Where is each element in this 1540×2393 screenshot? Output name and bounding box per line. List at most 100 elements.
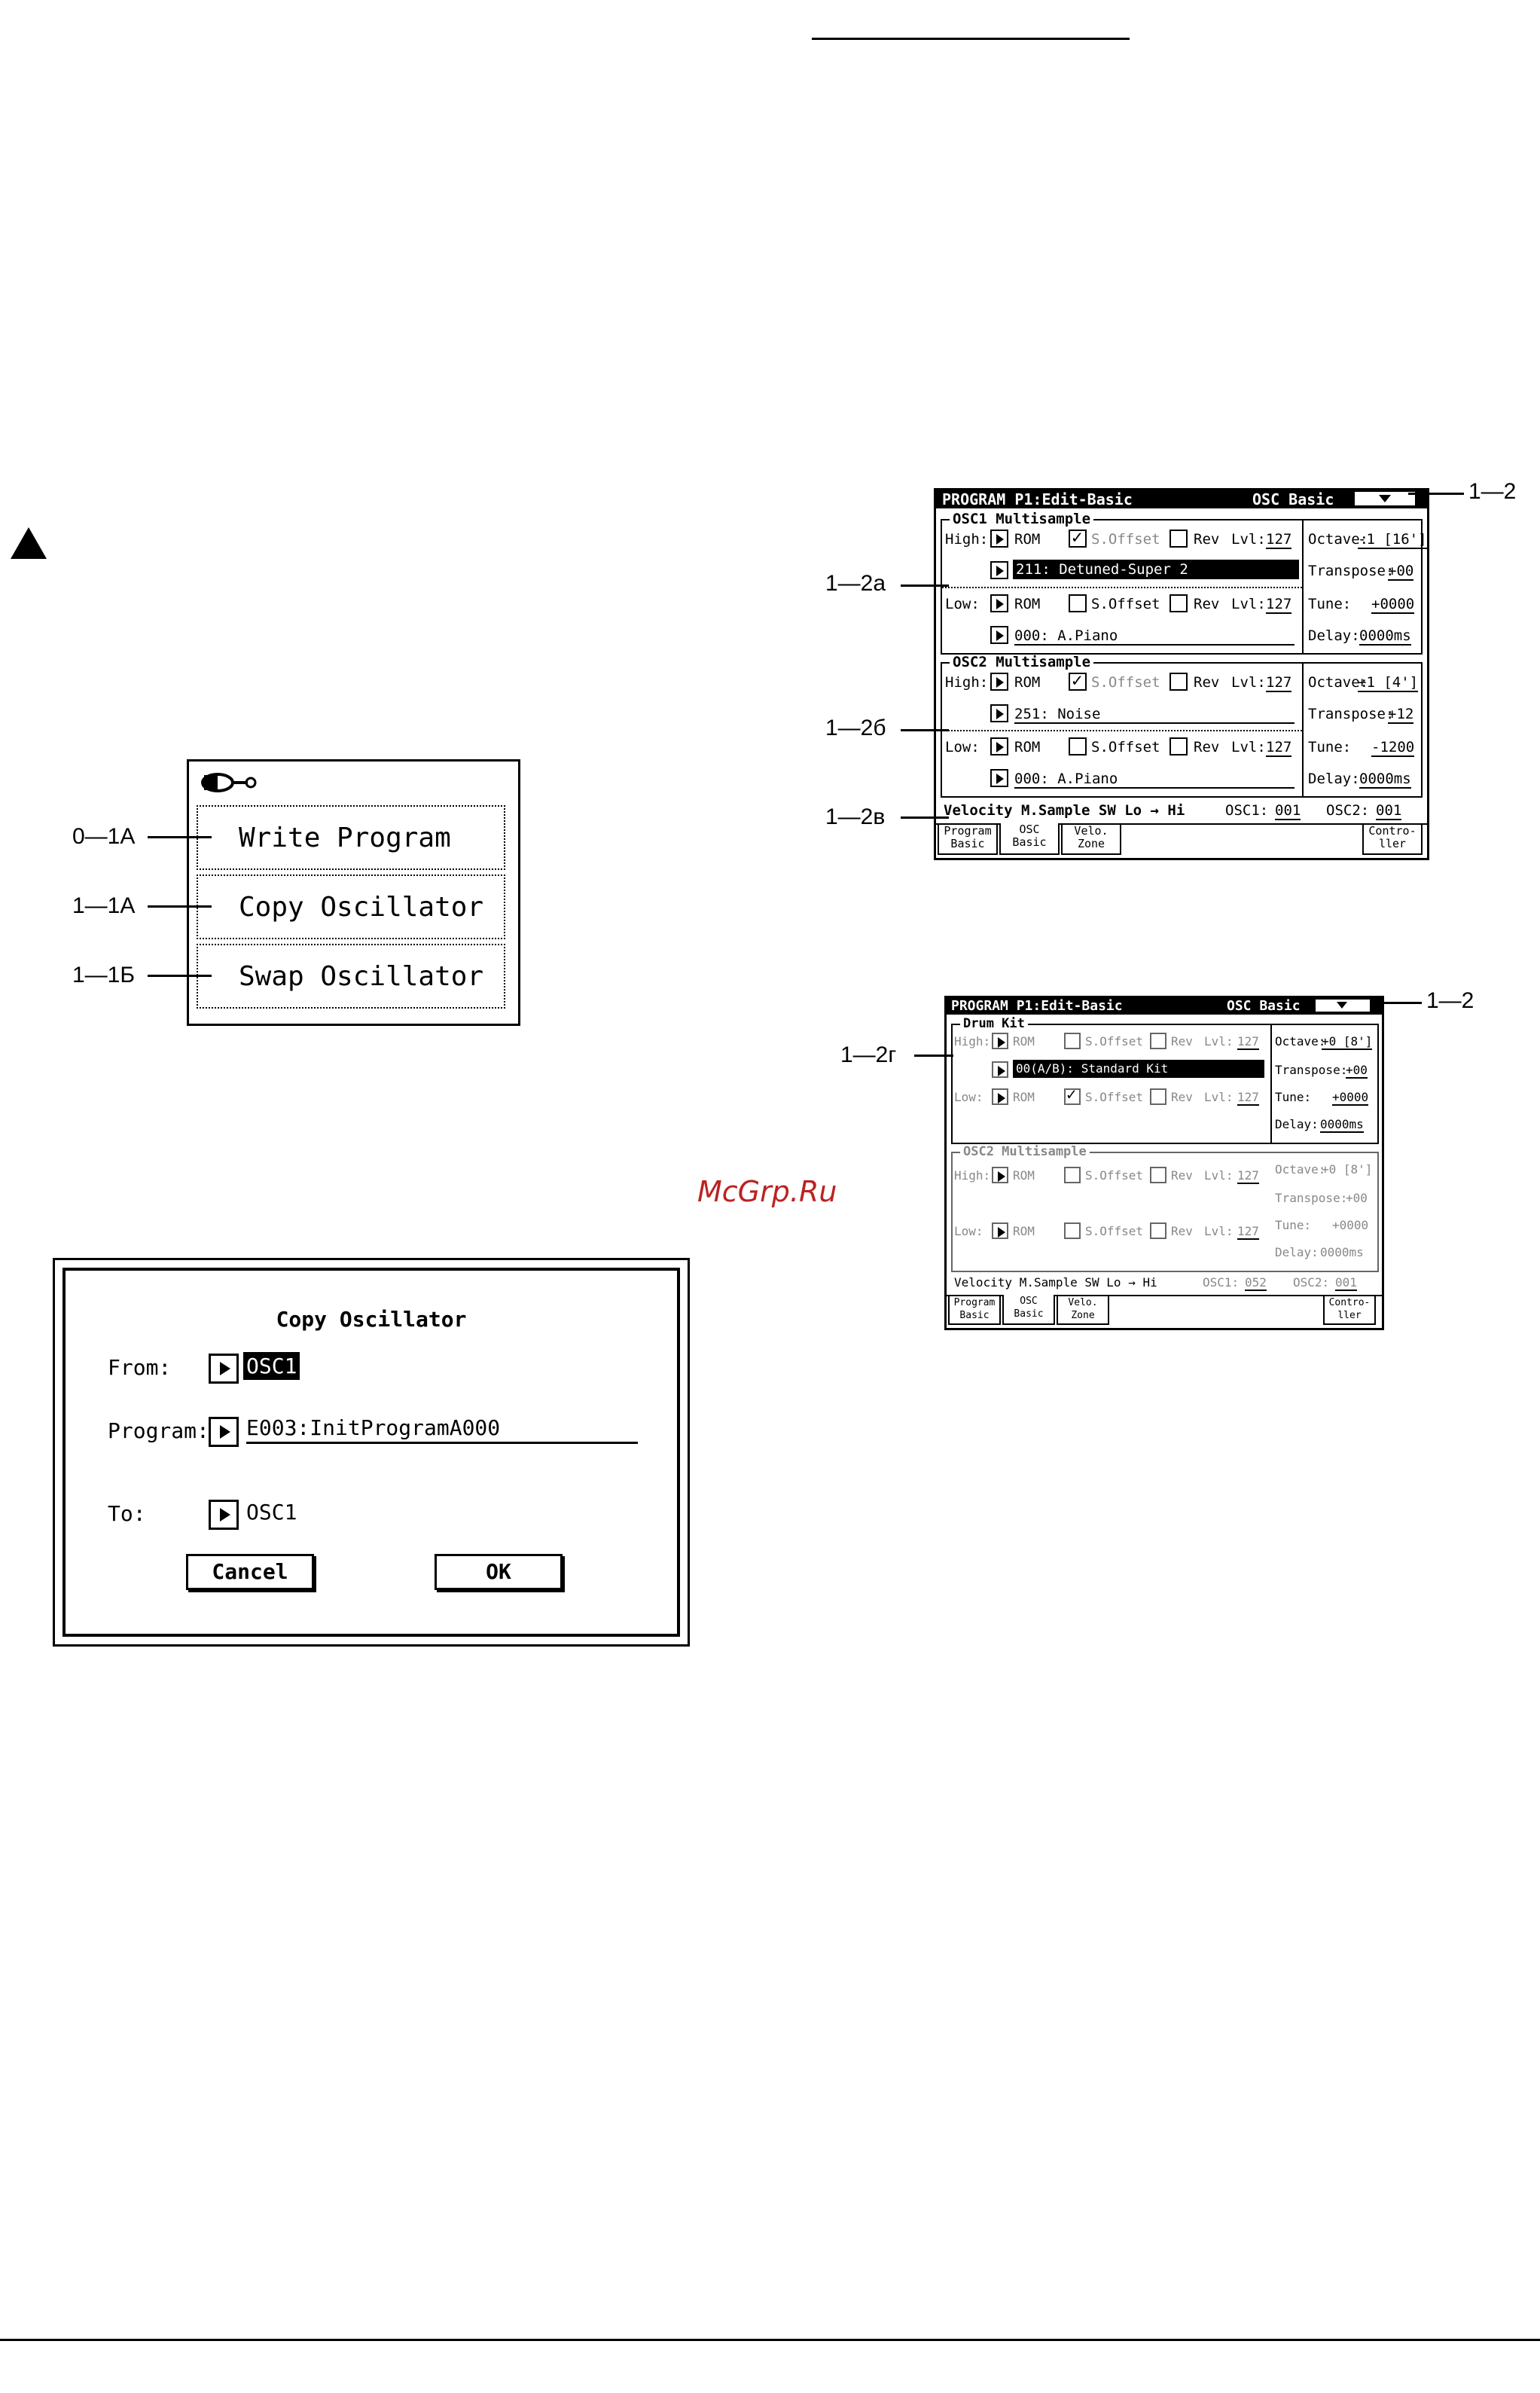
lvl-low-value[interactable]: 127 bbox=[1237, 1090, 1259, 1106]
rev-checkbox[interactable] bbox=[1150, 1167, 1166, 1183]
high-sample-value[interactable]: 211: Detuned-Super 2 bbox=[1013, 560, 1299, 579]
menu-item-copy-oscillator[interactable]: Copy Oscillator bbox=[197, 874, 505, 939]
rev-checkbox[interactable] bbox=[1169, 530, 1188, 548]
low-sample-popup-button[interactable] bbox=[990, 769, 1008, 787]
menu-item-write-program[interactable]: Write Program bbox=[197, 805, 505, 870]
low-rom-popup-button[interactable] bbox=[990, 737, 1008, 755]
low-sample-value[interactable]: 000: A.Piano bbox=[1014, 627, 1295, 646]
from-value[interactable]: OSC1 bbox=[243, 1352, 300, 1380]
tab-osc-basic[interactable]: OSC Basic bbox=[999, 823, 1060, 855]
drum-kit-popup-button[interactable] bbox=[992, 1061, 1008, 1078]
low-rom-popup-button[interactable] bbox=[992, 1222, 1008, 1239]
cancel-button[interactable]: Cancel bbox=[186, 1554, 314, 1590]
from-label: From: bbox=[108, 1355, 172, 1380]
velocity-osc2-value[interactable]: 001 bbox=[1335, 1275, 1357, 1291]
lvl-high-value[interactable]: 127 bbox=[1266, 531, 1292, 549]
menu-item-swap-oscillator[interactable]: Swap Oscillator bbox=[197, 944, 505, 1009]
transpose-value[interactable]: +00 bbox=[1346, 1191, 1368, 1205]
lvl-low-value[interactable]: 127 bbox=[1237, 1224, 1259, 1240]
high-sample-popup-button[interactable] bbox=[990, 561, 1008, 579]
soffset-checkbox[interactable] bbox=[1069, 737, 1087, 755]
soffset-checkbox[interactable] bbox=[1064, 1222, 1081, 1239]
delay-value[interactable]: 0000ms bbox=[1320, 1245, 1364, 1259]
warning-triangle-icon bbox=[11, 527, 47, 559]
dialog-title: Copy Oscillator bbox=[276, 1307, 467, 1332]
high-sample-popup-button[interactable] bbox=[990, 704, 1008, 722]
velocity-osc1-value[interactable]: 001 bbox=[1275, 802, 1301, 820]
rev-checkbox[interactable] bbox=[1169, 594, 1188, 612]
osc1-panel: OSC1 Multisample High: ROM ✓ S.Offset Re… bbox=[941, 511, 1427, 655]
high-rom-popup-button[interactable] bbox=[990, 673, 1008, 691]
safety-pin-icon bbox=[201, 772, 258, 793]
panel-divider bbox=[942, 730, 1302, 731]
low-rom-popup-button[interactable] bbox=[992, 1088, 1008, 1105]
rev-checkbox[interactable] bbox=[1169, 737, 1188, 755]
program-value[interactable]: E003:InitProgramA000 bbox=[246, 1415, 638, 1444]
menu-item-label: Write Program bbox=[239, 823, 451, 853]
tab-controller[interactable]: Contro- ller bbox=[1362, 823, 1423, 855]
high-rom-popup-button[interactable] bbox=[992, 1167, 1008, 1183]
high-rom-popup-button[interactable] bbox=[992, 1033, 1008, 1049]
screen-page-name: OSC Basic bbox=[1252, 490, 1334, 508]
velocity-osc1-label: OSC1: bbox=[1203, 1275, 1240, 1290]
low-sample-popup-button[interactable] bbox=[990, 626, 1008, 644]
lvl-low-value[interactable]: 127 bbox=[1266, 739, 1292, 757]
tab-program-basic[interactable]: Program Basic bbox=[938, 823, 998, 855]
rev-checkbox[interactable] bbox=[1169, 673, 1188, 691]
tune-label: Tune: bbox=[1275, 1218, 1312, 1232]
program-popup-button[interactable] bbox=[209, 1417, 239, 1447]
low-label: Low: bbox=[954, 1090, 983, 1104]
page-menu-button[interactable] bbox=[1316, 1000, 1370, 1012]
octave-value[interactable]: +0 [8'] bbox=[1322, 1034, 1373, 1050]
transpose-value[interactable]: +00 bbox=[1388, 563, 1414, 581]
from-popup-button[interactable] bbox=[209, 1354, 239, 1384]
lvl-high-value[interactable]: 127 bbox=[1237, 1168, 1259, 1184]
rev-checkbox[interactable] bbox=[1150, 1088, 1166, 1105]
delay-value[interactable]: 0000ms bbox=[1359, 771, 1411, 789]
to-popup-button[interactable] bbox=[209, 1500, 239, 1530]
octave-value[interactable]: -1 [16'] bbox=[1358, 531, 1427, 549]
rom-label: ROM bbox=[1014, 531, 1041, 548]
tune-value[interactable]: -1200 bbox=[1371, 739, 1415, 757]
rev-checkbox[interactable] bbox=[1150, 1033, 1166, 1049]
velocity-osc2-value[interactable]: 001 bbox=[1376, 802, 1402, 820]
tab-velo-zone[interactable]: Velo. Zone bbox=[1061, 823, 1121, 855]
rev-label: Rev bbox=[1171, 1090, 1193, 1104]
transpose-value[interactable]: +12 bbox=[1388, 706, 1414, 724]
tune-value[interactable]: +0000 bbox=[1332, 1090, 1369, 1106]
octave-value[interactable]: +0 [8'] bbox=[1322, 1162, 1373, 1177]
delay-value[interactable]: 0000ms bbox=[1359, 627, 1411, 646]
tab-velo-zone[interactable]: Velo. Zone bbox=[1057, 1295, 1109, 1325]
soffset-checkbox[interactable]: ✓ bbox=[1069, 670, 1087, 691]
high-label: High: bbox=[954, 1034, 991, 1048]
transpose-value[interactable]: +00 bbox=[1346, 1063, 1368, 1079]
callout-label: 1—2 bbox=[1468, 479, 1517, 504]
tune-value[interactable]: +0000 bbox=[1332, 1218, 1369, 1232]
tab-osc-basic[interactable]: OSC Basic bbox=[1002, 1295, 1055, 1325]
high-rom-popup-button[interactable] bbox=[990, 530, 1008, 548]
lvl-high-value[interactable]: 127 bbox=[1237, 1034, 1259, 1050]
rev-label: Rev bbox=[1171, 1034, 1193, 1048]
soffset-checkbox[interactable]: ✓ bbox=[1069, 527, 1087, 548]
drum-kit-value[interactable]: 00(A/B): Standard Kit bbox=[1013, 1060, 1264, 1078]
low-rom-popup-button[interactable] bbox=[990, 594, 1008, 612]
screen-title-bar: PROGRAM P1:Edit-Basic OSC Basic bbox=[947, 998, 1382, 1015]
low-sample-value[interactable]: 000: A.Piano bbox=[1014, 771, 1295, 789]
lvl-low-value[interactable]: 127 bbox=[1266, 596, 1292, 614]
velocity-osc1-value[interactable]: 052 bbox=[1245, 1275, 1267, 1291]
lvl-high-value[interactable]: 127 bbox=[1266, 674, 1292, 692]
page-menu-button[interactable] bbox=[1355, 492, 1415, 505]
delay-value[interactable]: 0000ms bbox=[1320, 1117, 1364, 1133]
tune-value[interactable]: +0000 bbox=[1371, 596, 1415, 614]
soffset-checkbox[interactable] bbox=[1069, 594, 1087, 612]
soffset-checkbox[interactable] bbox=[1064, 1167, 1081, 1183]
octave-value[interactable]: +1 [4'] bbox=[1358, 674, 1419, 692]
tab-program-basic[interactable]: Program Basic bbox=[948, 1295, 1001, 1325]
ok-button[interactable]: OK bbox=[435, 1554, 563, 1590]
to-value[interactable]: OSC1 bbox=[246, 1500, 297, 1525]
rev-checkbox[interactable] bbox=[1150, 1222, 1166, 1239]
high-sample-value[interactable]: 251: Noise bbox=[1014, 706, 1295, 724]
soffset-checkbox[interactable] bbox=[1064, 1033, 1081, 1049]
soffset-checkbox[interactable]: ✓ bbox=[1064, 1085, 1081, 1105]
tab-controller[interactable]: Contro- ller bbox=[1323, 1295, 1376, 1325]
